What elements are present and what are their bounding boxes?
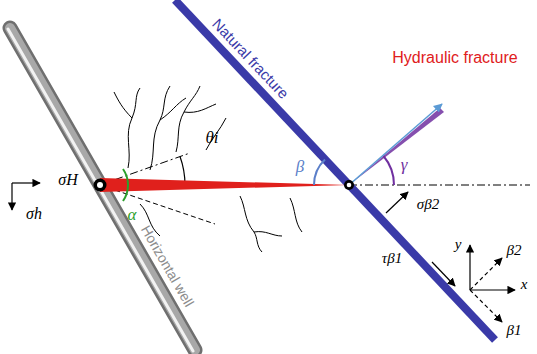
propagation-arrow: [349, 104, 442, 185]
x-axis: [470, 289, 515, 290]
hydraulic-fracture: [100, 178, 349, 192]
y-axis: [469, 245, 470, 290]
angle-symbol: α: [128, 206, 137, 223]
stress-symbol: τβ1: [382, 251, 402, 266]
perforation-dot: [94, 179, 107, 192]
stress-axis: [12, 182, 40, 183]
stress-symbol: σβ2: [417, 197, 439, 212]
shear-stress-arrow: [432, 262, 455, 286]
horizontal-reference: [349, 185, 530, 186]
angle-symbol: θi: [205, 129, 218, 146]
axis-label: β2: [507, 243, 522, 258]
axis-label: x: [521, 277, 528, 292]
stress-symbol: σh: [26, 206, 42, 222]
stress-symbol: σH: [58, 172, 77, 188]
fracture-name: Natural fracture: [210, 15, 292, 101]
axis-label: β1: [507, 323, 522, 338]
perforation-dot: [97, 182, 103, 188]
intersection-dot: [344, 180, 354, 190]
beta1-axis: [470, 290, 502, 322]
alpha-arc: [123, 169, 128, 201]
beta-arc: [314, 160, 325, 186]
beta2-axis: [470, 258, 502, 290]
stress-axis: [11, 183, 12, 210]
axis-label: y: [455, 237, 462, 252]
angle-symbol: β: [296, 158, 304, 175]
gamma-arc: [384, 156, 395, 185]
intersection-dot: [347, 183, 352, 188]
normal-stress-arrow: [386, 192, 408, 213]
angle-symbol: γ: [401, 156, 408, 173]
fracture-name: Hydraulic fracture: [392, 50, 517, 66]
